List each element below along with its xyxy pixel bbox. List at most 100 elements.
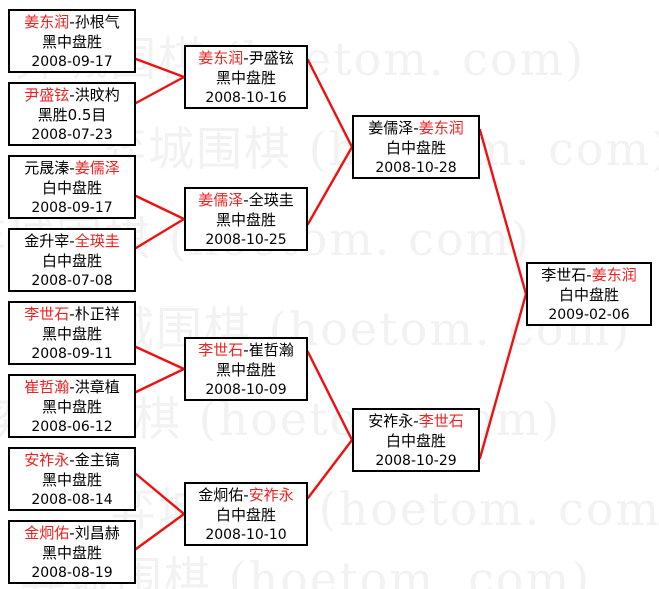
player-loser: 洪旼杓 — [74, 86, 120, 104]
player-loser: 元晟溱 — [24, 159, 70, 177]
match-box[interactable]: 金升宰-全瑛圭白中盘胜 2008-07-08 — [8, 228, 136, 292]
match-result: 白中盘胜 — [41, 251, 102, 270]
match-players: 姜东润-尹盛铉 — [186, 49, 306, 69]
match-result: 黑胜0.5目 — [37, 105, 107, 124]
player-loser: 金炯佑 — [198, 486, 244, 504]
connector-line — [134, 367, 186, 394]
player-winner: 姜儒泽 — [74, 159, 120, 177]
player-loser: 刘昌赫 — [74, 524, 120, 542]
match-box[interactable]: 姜东润-尹盛铉黑中盘胜 2008-10-16 — [184, 45, 308, 109]
match-date: 2008-10-09 — [205, 381, 287, 398]
player-separator: - — [243, 341, 249, 359]
match-result: 黑中盘胜 — [41, 397, 102, 416]
match-date: 2008-09-17 — [31, 53, 113, 70]
match-result: 黑中盘胜 — [41, 470, 102, 489]
player-separator: - — [243, 191, 249, 209]
player-loser: 全瑛圭 — [248, 191, 294, 209]
match-box[interactable]: 崔哲瀚-洪章植黑中盘胜 2008-06-12 — [8, 374, 136, 438]
match-players: 尹盛铉-洪旼杓 — [10, 86, 134, 106]
player-separator: - — [69, 524, 75, 542]
match-result: 白中盘胜 — [385, 138, 446, 157]
connector-line — [134, 345, 186, 371]
player-separator: - — [69, 232, 75, 250]
connector-line — [134, 57, 186, 79]
match-players: 李世石-崔哲瀚 — [186, 341, 306, 361]
player-winner: 姜东润 — [418, 119, 464, 137]
player-winner: 姜儒泽 — [198, 191, 244, 209]
match-date: 2008-09-17 — [31, 199, 113, 216]
match-date: 2008-07-08 — [31, 272, 113, 289]
player-loser: 尹盛铉 — [248, 49, 294, 67]
player-loser: 朴正祥 — [74, 305, 120, 323]
match-players: 姜东润-孙根气 — [10, 13, 134, 33]
match-players: 元晟溱-姜儒泽 — [10, 159, 134, 179]
match-players: 姜儒泽-全瑛圭 — [186, 191, 306, 211]
match-players: 姜儒泽-姜东润 — [354, 119, 478, 139]
player-separator: - — [69, 451, 75, 469]
match-date: 2008-08-19 — [31, 564, 113, 581]
match-players: 崔哲瀚-洪章植 — [10, 378, 134, 398]
player-loser: 金升宰 — [24, 232, 70, 250]
match-date: 2008-10-28 — [375, 159, 457, 176]
player-winner: 安祚永 — [24, 451, 70, 469]
connector-line — [306, 438, 354, 500]
player-loser: 洪章植 — [74, 378, 120, 396]
player-winner: 姜东润 — [198, 49, 244, 67]
player-separator: - — [586, 266, 592, 284]
connector-line — [134, 472, 186, 516]
match-result: 黑中盘胜 — [41, 32, 102, 51]
match-date: 2008-06-12 — [31, 418, 113, 435]
match-result: 黑中盘胜 — [41, 324, 102, 343]
match-date: 2008-07-23 — [31, 126, 113, 143]
match-box[interactable]: 尹盛铉-洪旼杓黑胜0.5目 2008-07-23 — [8, 82, 136, 146]
player-winner: 姜东润 — [24, 13, 70, 31]
match-date: 2009-02-06 — [548, 306, 630, 323]
player-winner: 姜东润 — [591, 266, 637, 284]
match-date: 2008-10-16 — [205, 89, 287, 106]
match-players: 李世石-朴正祥 — [10, 305, 134, 325]
match-result: 白中盘胜 — [41, 178, 102, 197]
match-players: 李世石-姜东润 — [528, 266, 650, 286]
match-players: 金炯佑-刘昌赫 — [10, 524, 134, 544]
match-players: 金升宰-全瑛圭 — [10, 232, 134, 252]
player-winner: 李世石 — [24, 305, 70, 323]
match-box[interactable]: 姜东润-孙根气黑中盘胜 2008-09-17 — [8, 9, 136, 73]
player-separator: - — [243, 486, 249, 504]
player-loser: 孙根气 — [74, 13, 120, 31]
player-loser: 安祚永 — [368, 412, 414, 430]
connector-line — [306, 350, 354, 442]
player-loser: 崔哲瀚 — [248, 341, 294, 359]
match-box[interactable]: 姜儒泽-姜东润白中盘胜 2008-10-28 — [352, 115, 480, 179]
player-separator: - — [413, 412, 419, 430]
match-result: 白中盘胜 — [558, 285, 619, 304]
player-winner: 尹盛铉 — [24, 86, 70, 104]
match-players: 金炯佑-安祚永 — [186, 486, 306, 506]
player-loser: 金主镐 — [74, 451, 120, 469]
match-box[interactable]: 李世石-姜东润白中盘胜 2009-02-06 — [526, 262, 652, 326]
player-separator: - — [69, 305, 75, 323]
player-winner: 崔哲瀚 — [24, 378, 70, 396]
match-date: 2008-10-25 — [205, 231, 287, 248]
match-result: 黑中盘胜 — [215, 68, 276, 87]
match-players: 安祚永-李世石 — [354, 412, 478, 432]
player-winner: 安祚永 — [248, 486, 294, 504]
match-date: 2008-09-11 — [31, 345, 113, 362]
player-winner: 李世石 — [418, 412, 464, 430]
player-separator: - — [69, 13, 75, 31]
player-separator: - — [243, 49, 249, 67]
connector-line — [478, 292, 528, 460]
player-winner: 金炯佑 — [24, 524, 70, 542]
player-separator: - — [69, 86, 75, 104]
player-loser: 姜儒泽 — [368, 119, 414, 137]
match-box[interactable]: 李世石-朴正祥黑中盘胜 2008-09-11 — [8, 301, 136, 365]
match-box[interactable]: 元晟溱-姜儒泽白中盘胜 2008-09-17 — [8, 155, 136, 219]
match-result: 白中盘胜 — [385, 431, 446, 450]
player-separator: - — [69, 159, 75, 177]
